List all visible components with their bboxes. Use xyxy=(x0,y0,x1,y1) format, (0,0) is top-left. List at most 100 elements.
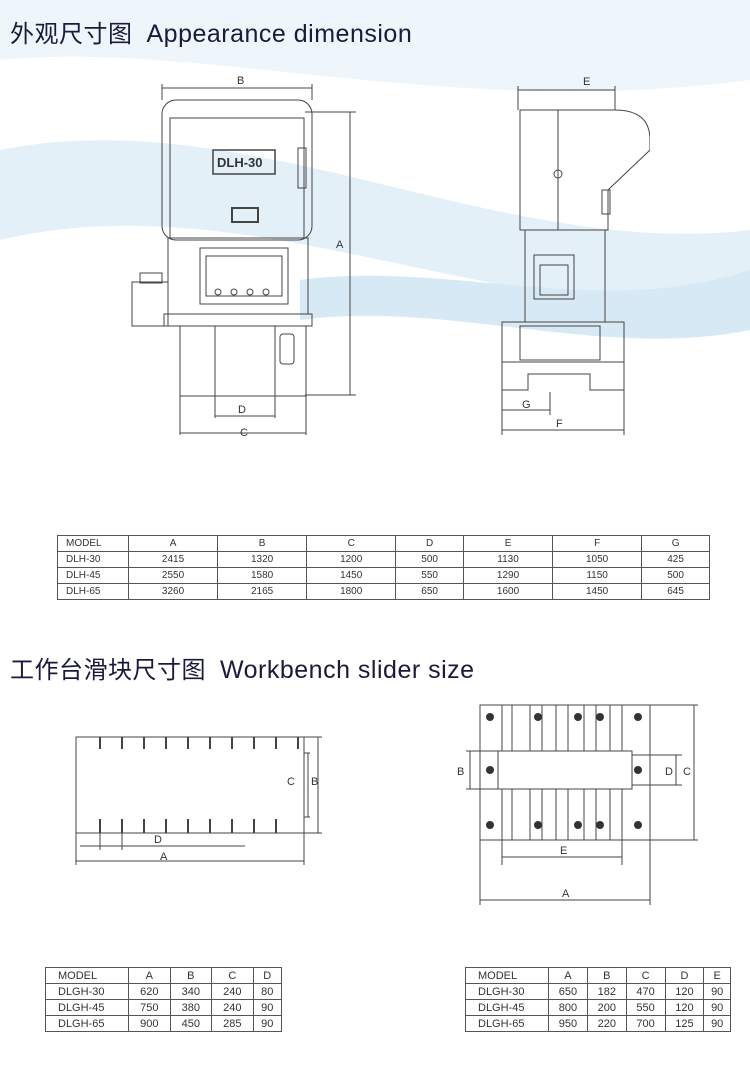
cell: DLGH-30 xyxy=(465,983,549,1000)
header-cell: E xyxy=(462,535,554,552)
cell: 90 xyxy=(703,1015,731,1032)
header-cell: A xyxy=(128,967,171,984)
side-view-drawing: E G F xyxy=(501,76,650,435)
cell: 90 xyxy=(703,999,731,1016)
dim-label-c: C xyxy=(287,776,295,788)
cell: 1200 xyxy=(306,551,397,568)
cell: 120 xyxy=(664,999,705,1016)
cell: DLGH-30 xyxy=(45,983,129,1000)
workbench-drawing: C B D A xyxy=(75,736,322,865)
cell: 650 xyxy=(548,983,588,1000)
cell: 80 xyxy=(252,983,283,1000)
cell: 1050 xyxy=(552,551,643,568)
dim-label-b: B xyxy=(311,776,318,788)
header-cell: B xyxy=(217,535,308,552)
cell: 1450 xyxy=(552,583,643,600)
dim-label-d: D xyxy=(238,404,246,416)
header-cell: MODEL xyxy=(57,535,129,552)
header-cell: A xyxy=(548,967,588,984)
cell: 2550 xyxy=(127,567,219,584)
cell: 500 xyxy=(641,567,710,584)
dim-label-c: C xyxy=(240,427,248,439)
cell: DLH-30 xyxy=(57,551,129,568)
header-cell: C xyxy=(306,535,397,552)
header-cell: G xyxy=(641,535,710,552)
cell: DLGH-45 xyxy=(465,999,549,1016)
dim-label-a: A xyxy=(336,239,344,251)
nameplate: DLH-30 xyxy=(217,155,263,170)
header-cell: C xyxy=(211,967,254,984)
header-cell: A xyxy=(127,535,219,552)
cell: 90 xyxy=(252,999,283,1016)
dim-label-e: E xyxy=(560,845,567,857)
cell: DLGH-65 xyxy=(45,1015,129,1032)
cell: 3260 xyxy=(127,583,219,600)
cell: 285 xyxy=(211,1015,254,1032)
cell: 90 xyxy=(703,983,731,1000)
dim-label-d: D xyxy=(154,834,162,846)
cell: 1580 xyxy=(217,567,308,584)
cell: 340 xyxy=(169,983,213,1000)
cell: DLGH-45 xyxy=(45,999,129,1016)
front-view-drawing: B A DLH-30 D C xyxy=(131,75,356,439)
title-cn: 外观尺寸图 xyxy=(10,21,133,48)
dim-label-b: B xyxy=(457,766,464,778)
cell: DLH-45 xyxy=(57,567,129,584)
cell: 2415 xyxy=(127,551,219,568)
cell: 645 xyxy=(641,583,710,600)
cell: 450 xyxy=(169,1015,213,1032)
header-cell: B xyxy=(586,967,627,984)
dim-label-a: A xyxy=(562,888,570,900)
cell: 200 xyxy=(586,999,627,1016)
cell: 2165 xyxy=(217,583,308,600)
cell: 1320 xyxy=(217,551,308,568)
header-cell: B xyxy=(169,967,213,984)
cell: 1600 xyxy=(462,583,554,600)
header-cell: E xyxy=(703,967,731,984)
dim-label-e: E xyxy=(583,76,590,88)
header-cell: F xyxy=(552,535,643,552)
cell: 240 xyxy=(211,999,254,1016)
cell: 800 xyxy=(548,999,588,1016)
cell: 220 xyxy=(586,1015,627,1032)
header-cell: D xyxy=(252,967,283,984)
dim-label-d: D xyxy=(665,766,673,778)
cell: 380 xyxy=(169,999,213,1016)
slider-drawing: B D C E A xyxy=(457,704,698,905)
header-cell: MODEL xyxy=(45,967,129,984)
cell: 120 xyxy=(664,983,705,1000)
cell: 90 xyxy=(252,1015,283,1032)
cell: 950 xyxy=(548,1015,588,1032)
cell: 1130 xyxy=(462,551,554,568)
header-cell: MODEL xyxy=(465,967,549,984)
cell: 900 xyxy=(128,1015,171,1032)
cell: 650 xyxy=(395,583,464,600)
cell: DLH-65 xyxy=(57,583,129,600)
header-cell: C xyxy=(625,967,666,984)
cell: 1450 xyxy=(306,567,397,584)
dim-label-c: C xyxy=(683,766,691,778)
cell: 500 xyxy=(395,551,464,568)
cell: 620 xyxy=(128,983,171,1000)
dim-label-g: G xyxy=(522,399,531,411)
dim-label-b: B xyxy=(237,75,244,87)
header-cell: D xyxy=(395,535,464,552)
cell: 425 xyxy=(641,551,710,568)
cell: 1150 xyxy=(552,567,643,584)
cell: 1290 xyxy=(462,567,554,584)
